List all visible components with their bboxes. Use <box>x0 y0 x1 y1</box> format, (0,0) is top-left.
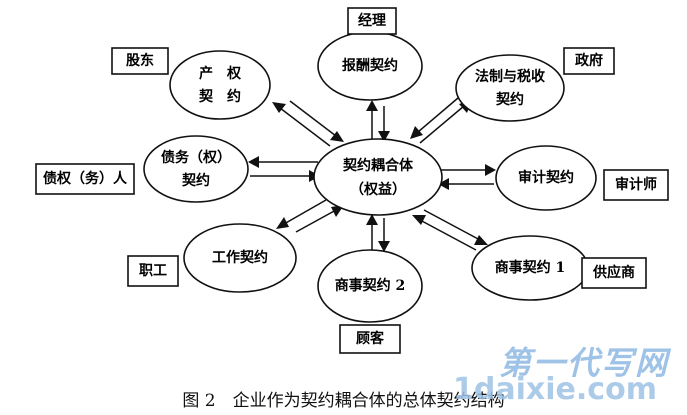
employee-label: 职工 <box>139 263 167 279</box>
box-manager: 经理 <box>347 7 397 35</box>
watermark-url: 1daixie.com <box>453 372 657 407</box>
arrow-pair-debt <box>248 156 320 182</box>
debt-label-line1: 债务（权） <box>161 149 231 166</box>
node-compensation-contract: 报酬契约 <box>317 31 423 101</box>
arrow-pair-compensation <box>366 100 390 142</box>
work-label: 工作契约 <box>212 249 268 266</box>
box-government: 政府 <box>563 47 615 75</box>
arrow-pair-commercial1 <box>412 209 488 251</box>
node-commercial2-contract: 商事契约 2 <box>317 249 423 323</box>
box-customer: 顾客 <box>339 324 401 354</box>
box-supplier: 供应商 <box>581 257 647 289</box>
property-label-line1: 产 权 <box>199 65 242 82</box>
audit-label: 审计契约 <box>518 169 574 186</box>
arrow-pair-commercial2 <box>366 214 390 252</box>
node-work-contract: 工作契约 <box>183 223 297 293</box>
creditor-label: 债权（务）人 <box>43 170 128 187</box>
figure-caption: 图 2 企业作为契约耦合体的总体契约结构 <box>182 391 505 411</box>
arrow-pair-property <box>272 100 344 147</box>
node-debt-contract: 债务（权） 契约 <box>143 135 249 203</box>
supplier-label: 供应商 <box>592 264 635 281</box>
manager-label: 经理 <box>358 12 386 29</box>
center-label-line2: （权益） <box>350 181 406 198</box>
center-label-line1: 契约耦合体 <box>342 157 414 174</box>
customer-label: 顾客 <box>356 330 385 347</box>
shareholder-label: 股东 <box>126 52 154 69</box>
node-legal-tax-contract: 法制与税收 契约 <box>455 54 565 122</box>
box-auditor: 审计师 <box>603 169 669 201</box>
watermark-text: 第一代写网 <box>498 344 669 382</box>
auditor-label: 审计师 <box>615 176 657 193</box>
arrow-pair-work <box>276 199 344 233</box>
node-commercial1-contract: 商事契约 1 <box>471 235 589 301</box>
node-property-contract: 产 权 契 约 <box>169 50 271 120</box>
box-shareholder: 股东 <box>111 47 169 75</box>
government-label: 政府 <box>575 52 603 69</box>
debt-label-line2: 契约 <box>181 172 210 189</box>
commercial2-label: 商事契约 2 <box>335 277 406 294</box>
node-center: 契约耦合体 （权益） <box>313 138 443 216</box>
legal-tax-label-line1: 法制与税收 <box>475 68 546 85</box>
node-audit-contract: 审计契约 <box>495 145 597 211</box>
legal-tax-label-line2: 契约 <box>495 91 524 108</box>
commercial1-label: 商事契约 1 <box>495 259 566 276</box>
box-employee: 职工 <box>127 255 179 287</box>
compensation-label: 报酬契约 <box>342 57 398 74</box>
box-creditor: 债权（务）人 <box>35 163 135 195</box>
arrow-pair-audit <box>438 164 496 190</box>
property-label-line2: 契 约 <box>198 88 241 105</box>
